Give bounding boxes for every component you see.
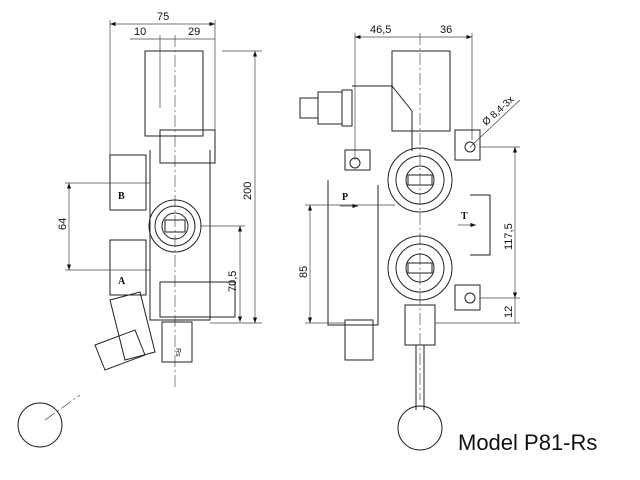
dim-offset-a: 10 (134, 26, 146, 38)
front-view: 46,5 36 Ø 8,4-3x 1 (298, 24, 521, 451)
dim-port-height: 70,5 (227, 271, 239, 292)
dim-height: 200 (242, 182, 254, 200)
dim-offset-b: 29 (188, 26, 200, 38)
lever-label: Rs (174, 348, 181, 357)
port-t-label: T (461, 211, 468, 222)
dim-right: 36 (440, 24, 452, 36)
port-b-label: B (118, 191, 125, 202)
dim-hole-spacing: 117,5 (503, 223, 515, 250)
dim-inlet-height: 85 (298, 266, 310, 278)
port-p-label: P (342, 192, 348, 203)
dim-port-spacing: 64 (57, 218, 69, 230)
port-a-label: A (118, 276, 126, 287)
model-title: Model P81-Rs (458, 430, 598, 455)
dim-hole-offset: 12 (503, 306, 515, 318)
lever-ball-front (397, 405, 443, 451)
side-view: 75 10 29 200 64 70,5 B A Rs (57, 11, 262, 390)
dim-left: 46,5 (370, 24, 391, 36)
dim-width-total: 75 (157, 11, 169, 23)
hole-note: Ø 8,4-3x (481, 94, 517, 128)
lever-ball-side (17, 402, 63, 448)
